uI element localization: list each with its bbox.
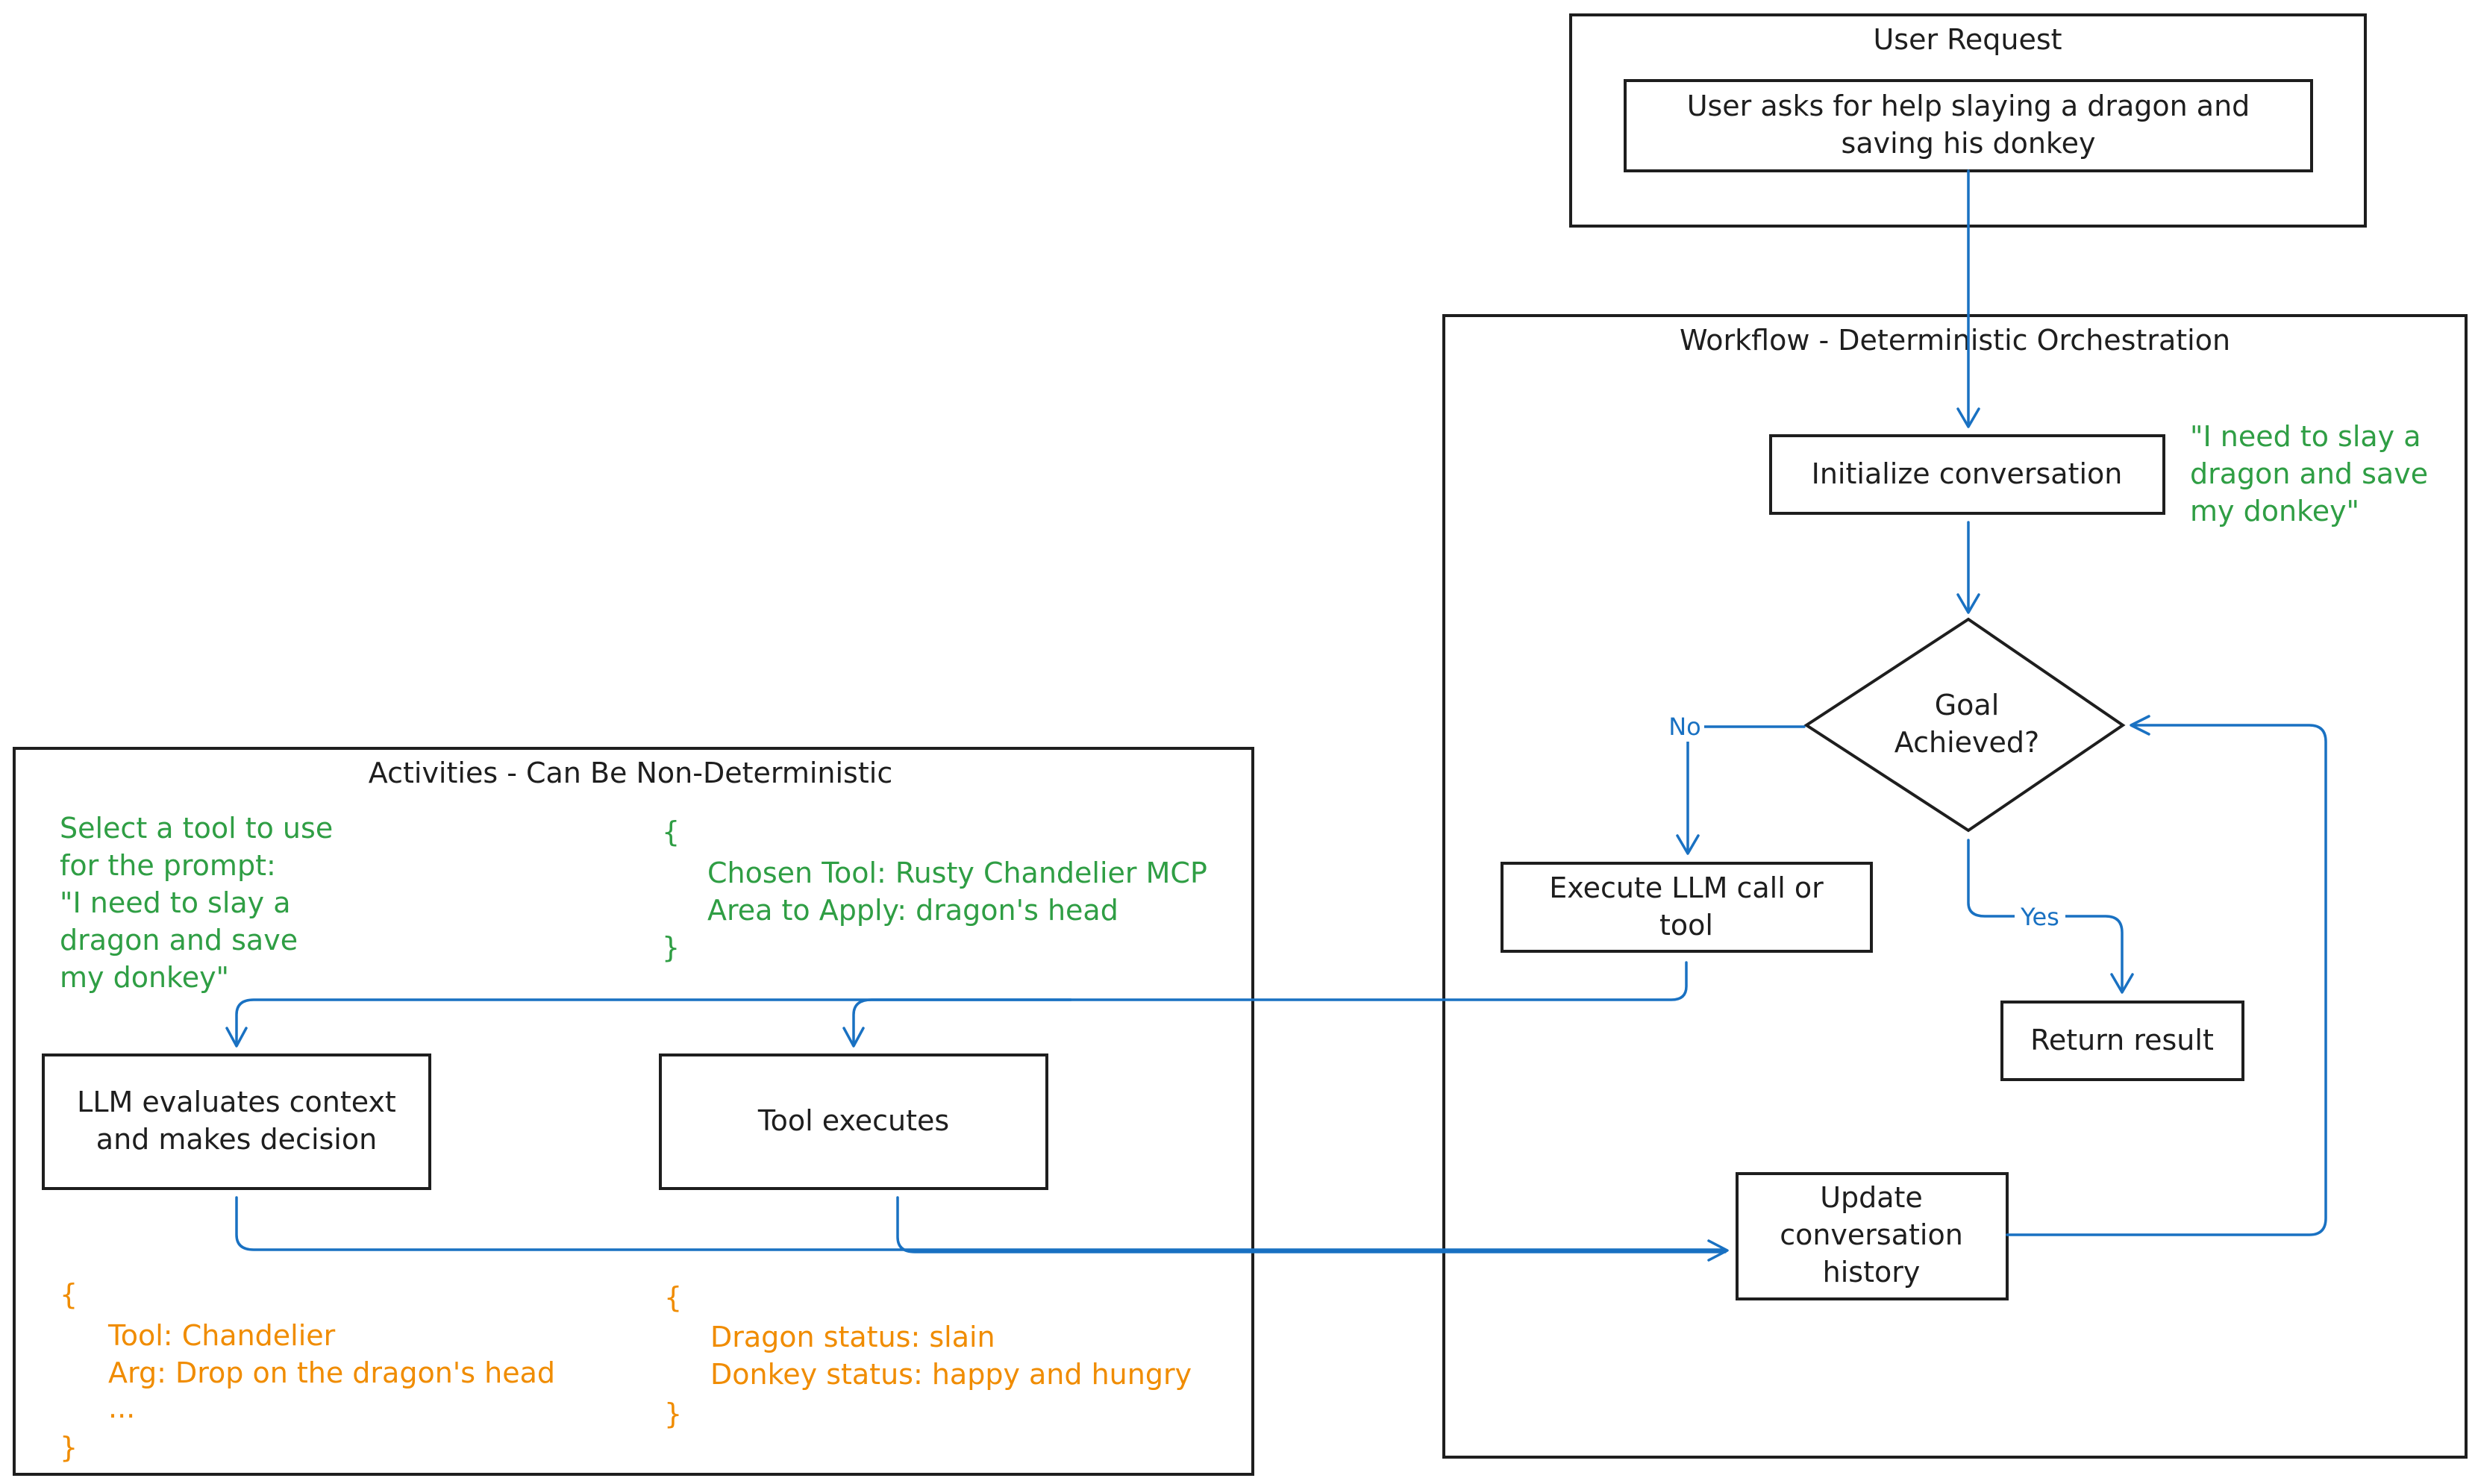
node-user-asks-line-1: User asks for help slaying a dragon and — [1687, 90, 2250, 122]
svg-text:my donkey": my donkey" — [2190, 495, 2359, 527]
svg-text:my donkey": my donkey" — [60, 961, 229, 994]
node-update-history: Update conversation history — [1736, 1172, 2009, 1300]
svg-text:Dragon status: slain: Dragon status: slain — [710, 1321, 995, 1353]
svg-text:Tool: Chandelier: Tool: Chandelier — [107, 1319, 336, 1352]
activities-title: Activities - Can Be Non-Deterministic — [369, 757, 892, 789]
node-llm-evaluates: LLM evaluates context and makes decision — [42, 1053, 431, 1190]
arrow-execute-to-activities — [235, 961, 1688, 1045]
svg-text:dragon and save: dragon and save — [60, 924, 298, 957]
node-llm-evaluates-line-2: and makes decision — [96, 1123, 377, 1156]
edge-label-no: No — [1665, 710, 1704, 742]
arrow-goal-yes-to-return-head — [2110, 973, 2134, 994]
workflow-title: Workflow - Deterministic Orchestration — [1680, 324, 2230, 357]
node-tool-executes: Tool executes — [659, 1053, 1048, 1190]
arrow-history-loop-to-goal-head — [2130, 715, 2150, 736]
arrow-tool-to-history — [896, 1196, 1727, 1253]
annotation-init-quote: "I need to slay a dragon and save my don… — [2190, 420, 2428, 527]
node-llm-evaluates-line-1: LLM evaluates context — [77, 1086, 396, 1118]
arrow-history-loop-to-goal — [2006, 724, 2327, 1236]
arrow-user-to-init-head — [1956, 407, 1980, 428]
svg-text:Yes: Yes — [2020, 903, 2059, 931]
svg-text:"I need to slay a: "I need to slay a — [2190, 420, 2421, 453]
edge-label-yes: Yes — [2015, 901, 2065, 933]
arrow-goal-no-to-execute — [1686, 725, 1806, 854]
node-initialize-conversation-label: Initialize conversation — [1812, 457, 2123, 490]
svg-text:{: { — [664, 1281, 682, 1314]
svg-text:Donkey status: happy and hungr: Donkey status: happy and hungry — [710, 1358, 1192, 1391]
svg-text:{: { — [60, 1278, 78, 1311]
svg-text:{: { — [662, 815, 680, 848]
annotation-tool-output-json: { Dragon status: slain Donkey status: ha… — [664, 1281, 1192, 1430]
node-return-result: Return result — [2000, 1001, 2244, 1081]
node-update-history-line-2: conversation — [1780, 1218, 1963, 1251]
arrow-llm-to-history — [235, 1196, 1727, 1251]
node-execute-llm-line-2: tool — [1659, 909, 1713, 942]
node-execute-llm-line-1: Execute LLM call or — [1549, 871, 1824, 904]
arrow-branch-to-tool — [852, 998, 1072, 1045]
connectors — [225, 169, 2327, 1262]
node-goal-achieved-line-1: Goal — [1935, 689, 2000, 721]
activities-container: Activities - Can Be Non-Deterministic — [13, 747, 1254, 1476]
annotation-llm-output-json: { Tool: Chandelier Arg: Drop on the drag… — [60, 1278, 555, 1464]
arrow-init-to-goal-head — [1956, 593, 1980, 614]
user-request-title: User Request — [1873, 23, 2062, 56]
svg-text:No: No — [1668, 713, 1701, 741]
node-update-history-line-1: Update — [1820, 1181, 1923, 1214]
svg-text:dragon and save: dragon and save — [2190, 457, 2428, 490]
svg-text:...: ... — [108, 1391, 135, 1424]
node-tool-executes-label: Tool executes — [757, 1104, 949, 1137]
svg-text:}: } — [664, 1397, 682, 1430]
svg-text:"I need to slay a: "I need to slay a — [60, 886, 291, 919]
arrow-into-history-head — [1707, 1239, 1729, 1262]
node-goal-achieved: Goal Achieved? — [1803, 617, 2126, 833]
node-update-history-line-3: history — [1823, 1256, 1921, 1289]
arrow-goal-no-to-execute-head — [1676, 834, 1700, 855]
node-execute-llm: Execute LLM call or tool — [1501, 862, 1873, 953]
svg-text:}: } — [60, 1431, 78, 1464]
arrow-branch-to-tool-head — [842, 1027, 865, 1048]
annotation-chosen-tool-json: { Chosen Tool: Rusty Chandelier MCP Area… — [662, 815, 1207, 964]
svg-text:for the prompt:: for the prompt: — [60, 849, 276, 882]
node-user-asks: User asks for help slaying a dragon and … — [1624, 79, 2313, 172]
arrow-execute-to-llm-head — [225, 1027, 248, 1048]
svg-text:Select a tool to use: Select a tool to use — [60, 812, 333, 845]
node-goal-achieved-line-2: Achieved? — [1894, 726, 2039, 759]
node-user-asks-line-2: saving his donkey — [1842, 127, 2096, 160]
svg-text:Arg: Drop on the dragon's head: Arg: Drop on the dragon's head — [108, 1356, 555, 1389]
svg-text:}: } — [662, 931, 680, 964]
node-return-result-label: Return result — [2030, 1024, 2214, 1056]
svg-text:Chosen Tool: Rusty Chandelier: Chosen Tool: Rusty Chandelier MCP — [707, 857, 1207, 889]
node-initialize-conversation: Initialize conversation — [1769, 434, 2165, 515]
annotation-select-tool-prompt: Select a tool to use for the prompt: "I … — [60, 812, 333, 994]
workflow-container: Workflow - Deterministic Orchestration — [1442, 314, 2468, 1459]
svg-text:Area to Apply: dragon's head: Area to Apply: dragon's head — [707, 894, 1118, 927]
